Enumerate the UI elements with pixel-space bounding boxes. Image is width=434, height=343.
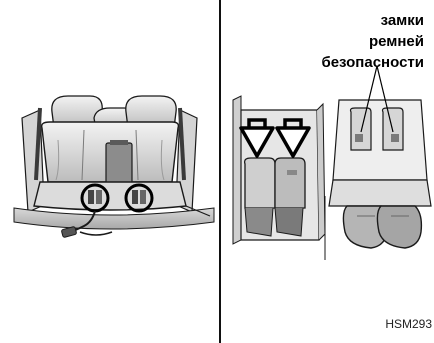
left-buckle-strap <box>245 208 273 236</box>
seat-cushion <box>34 182 186 210</box>
right-buckle-body <box>275 158 305 208</box>
center-armrest-pocket <box>106 143 132 183</box>
left-buckle-body <box>245 158 275 208</box>
buckle-release-button <box>287 170 297 175</box>
armrest-top-strip <box>110 140 128 145</box>
buckle-location-view <box>325 66 431 260</box>
rear-seat-illustration <box>0 0 219 343</box>
figure-code: HSM293 <box>385 317 432 331</box>
callout-line-2: ремней <box>321 31 424 52</box>
right-buckle-strap <box>275 208 303 236</box>
loose-buckle <box>61 226 77 237</box>
right-slot-latch <box>391 134 399 142</box>
cushion-base <box>329 180 431 206</box>
seat-opening <box>333 100 427 180</box>
callout-line-3: безопасности <box>321 52 424 73</box>
floor-edge <box>14 208 214 229</box>
left-edge-trim <box>233 96 241 244</box>
rear-seat-drawing <box>0 0 219 343</box>
seat-belt-buckles-label: замки ремней безопасности <box>321 10 424 73</box>
left-buckle-slot <box>351 108 372 150</box>
left-slot-latch <box>355 134 363 142</box>
buckle-cable-extra <box>80 232 112 235</box>
callout-line-1: замки <box>321 10 424 31</box>
buckle-insert-view <box>233 96 325 244</box>
